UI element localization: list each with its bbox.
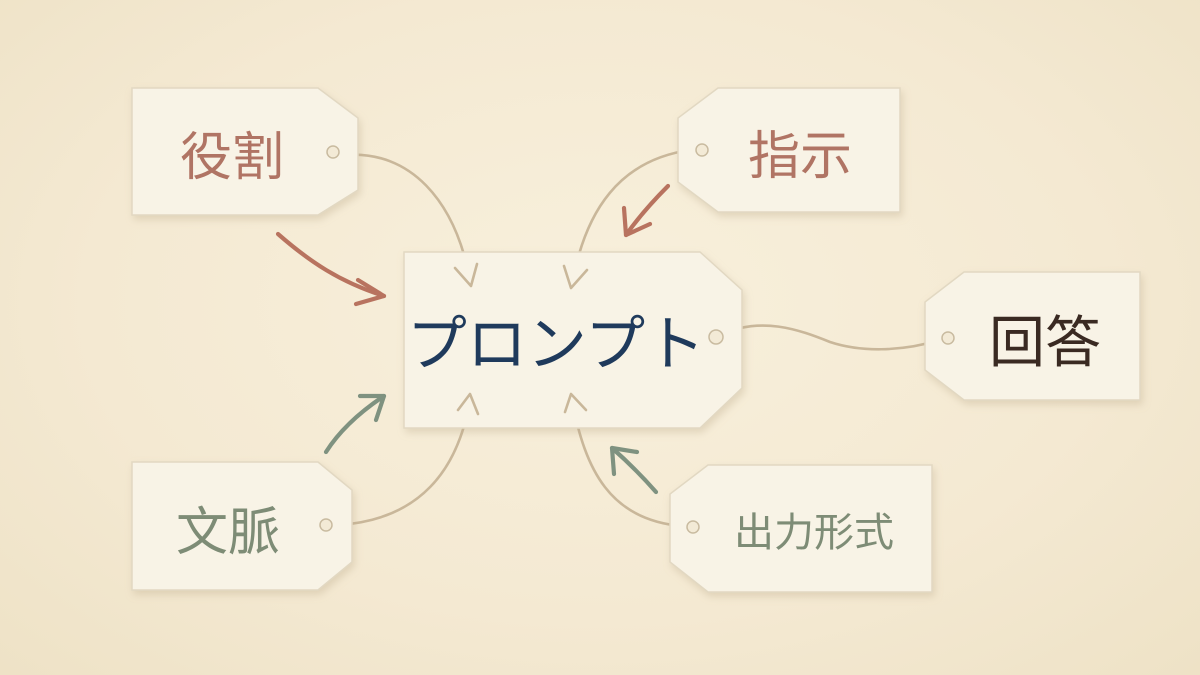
tag-role-hole bbox=[326, 145, 340, 159]
tag-answer-hole bbox=[941, 331, 955, 345]
arrow-role bbox=[275, 231, 387, 299]
tag-output-format bbox=[669, 464, 933, 593]
string-arrowhead-instruction bbox=[562, 264, 589, 290]
tag-answer-shape bbox=[924, 271, 1141, 401]
tag-role-label: 役割 bbox=[180, 128, 284, 188]
arrow-instruction-head bbox=[621, 205, 653, 238]
tag-instruction-label: 指示 bbox=[748, 127, 852, 187]
tag-instruction-hole bbox=[695, 143, 709, 157]
tag-output-format-hole bbox=[686, 520, 700, 534]
arrow-instruction bbox=[623, 183, 671, 238]
arrow-context bbox=[323, 393, 387, 455]
string-arrowhead-context bbox=[456, 392, 480, 416]
arrow-context-head bbox=[357, 393, 387, 423]
arrow-output bbox=[609, 445, 659, 495]
arrow-role-head bbox=[353, 277, 387, 307]
accent-arrows bbox=[275, 183, 671, 495]
tag-center-shape bbox=[403, 251, 743, 429]
tag-center-label: プロンプト bbox=[407, 310, 705, 380]
tag-output-format-label: 出力形式 bbox=[734, 510, 894, 556]
tag-context-hole bbox=[319, 518, 333, 532]
string-arrowhead-output bbox=[563, 392, 588, 414]
tag-role-shape bbox=[131, 87, 359, 216]
tag-context-label: 文脈 bbox=[176, 503, 280, 563]
tag-answer bbox=[924, 271, 1141, 401]
tag-center-hole bbox=[708, 329, 724, 345]
string-center-to-answer bbox=[716, 324, 942, 351]
tag-instruction-shape bbox=[677, 87, 901, 213]
tag-role bbox=[131, 87, 359, 216]
arrow-output-head bbox=[609, 445, 640, 477]
string-arrowhead-role bbox=[453, 262, 479, 288]
tag-context-shape bbox=[131, 461, 353, 591]
tag-output-format-shape bbox=[669, 464, 933, 593]
tag-context bbox=[131, 461, 353, 591]
tag-answer-label: 回答 bbox=[989, 311, 1101, 376]
string-arrowheads bbox=[453, 262, 589, 416]
tag-instruction bbox=[677, 87, 901, 213]
tag-center bbox=[403, 251, 743, 429]
